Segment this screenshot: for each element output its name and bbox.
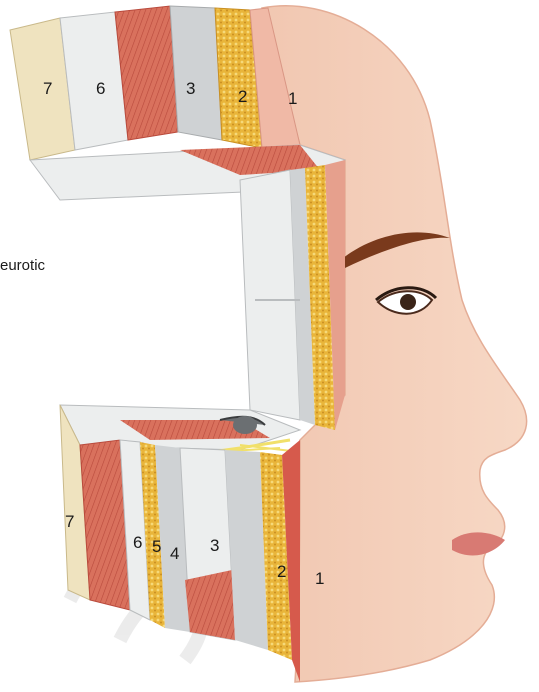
truncated-label: eurotic bbox=[0, 258, 45, 273]
bottom-label-1: 1 bbox=[315, 570, 324, 587]
bottom-label-4: 4 bbox=[170, 545, 179, 562]
bottom-label-7: 7 bbox=[65, 513, 74, 530]
top-label-2: 2 bbox=[238, 88, 247, 105]
top-label-7: 7 bbox=[43, 80, 52, 97]
top-label-3: 3 bbox=[186, 80, 195, 97]
bottom-label-2: 2 bbox=[277, 563, 286, 580]
bottom-label-5: 5 bbox=[152, 538, 161, 555]
bottom-label-6: 6 bbox=[133, 534, 142, 551]
vertical-wall bbox=[240, 160, 345, 430]
top-label-1: 1 bbox=[288, 90, 297, 107]
bottom-label-3: 3 bbox=[210, 537, 219, 554]
top-label-6: 6 bbox=[96, 80, 105, 97]
upper-layer-stack bbox=[10, 6, 300, 160]
